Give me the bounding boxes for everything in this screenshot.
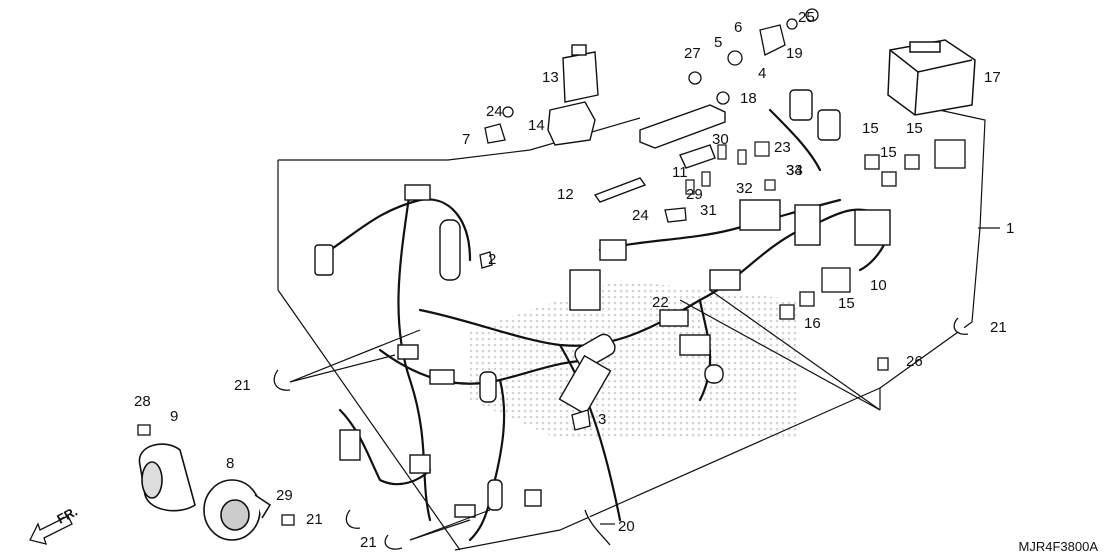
diagram-code: MJR4F3800A — [1018, 539, 1098, 554]
part-number-label: 12 — [557, 186, 574, 203]
part-number-label: 5 — [714, 34, 722, 51]
part-number-label: 17 — [984, 69, 1001, 86]
part-fuses — [685, 141, 776, 195]
part-number-label: 7 — [462, 131, 470, 148]
part-horn-9 — [138, 443, 196, 512]
part-number-label: 31 — [700, 202, 717, 219]
part-number-label: 10 — [870, 277, 887, 294]
part-number-label: 15 — [880, 144, 897, 161]
part-number-label: 24 — [632, 207, 649, 224]
part-number-label: 13 — [542, 69, 559, 86]
part-ecu-17 — [887, 39, 976, 116]
part-number-label: 2 — [488, 251, 496, 268]
part-number-label: 26 — [906, 353, 923, 370]
leader-lines — [289, 227, 1000, 541]
part-clip-12 — [593, 177, 647, 203]
part-number-label: 6 — [734, 19, 742, 36]
part-number-label: 27 — [684, 45, 701, 62]
part-number-label: 15 — [906, 120, 923, 137]
part-number-label: 34 — [786, 162, 803, 179]
part-number-label: 28 — [134, 393, 151, 410]
part-number-label: 21 — [360, 534, 377, 551]
part-number-label: 18 — [740, 90, 757, 107]
part-number-label: 29 — [686, 186, 703, 203]
part-number-label: 29 — [276, 487, 293, 504]
part-number-label: 25 — [798, 9, 815, 26]
part-number-label: 15 — [862, 120, 879, 137]
part-number-label: 9 — [170, 408, 178, 425]
part-number-label: 21 — [990, 319, 1007, 336]
part-bracket-11 — [679, 144, 716, 169]
part-number-label: 14 — [528, 117, 545, 134]
part-module-13 — [562, 44, 599, 103]
part-number-label: 20 — [618, 518, 635, 535]
part-number-label: 30 — [712, 131, 729, 148]
part-number-label: 21 — [306, 511, 323, 528]
part-number-label: 15 — [838, 295, 855, 312]
part-horn-8 — [203, 479, 272, 541]
harness-connectors — [314, 89, 891, 518]
part-number-label: 21 — [234, 377, 251, 394]
part-number-label: 23 — [774, 139, 791, 156]
part-number-label: 16 — [804, 315, 821, 332]
part-small-hardware — [137, 8, 969, 550]
part-relays — [779, 139, 966, 320]
part-number-label: 24 — [486, 103, 503, 120]
part-number-label: 19 — [786, 45, 803, 62]
front-direction-arrow: FR. — [29, 504, 80, 545]
part-number-label: 3 — [598, 411, 606, 428]
part-number-label: 4 — [758, 65, 766, 82]
part-fuse-box — [639, 104, 726, 149]
part-number-label: 33 — [786, 162, 803, 179]
part-number-label: 8 — [226, 455, 234, 472]
part-number-label: 32 — [736, 180, 753, 197]
watermark-logo — [470, 280, 800, 440]
part-cover-14 — [547, 101, 596, 146]
part-number-label: 22 — [652, 294, 669, 311]
part-number-label: 1 — [1006, 220, 1014, 237]
part-number-label: 11 — [672, 164, 688, 181]
